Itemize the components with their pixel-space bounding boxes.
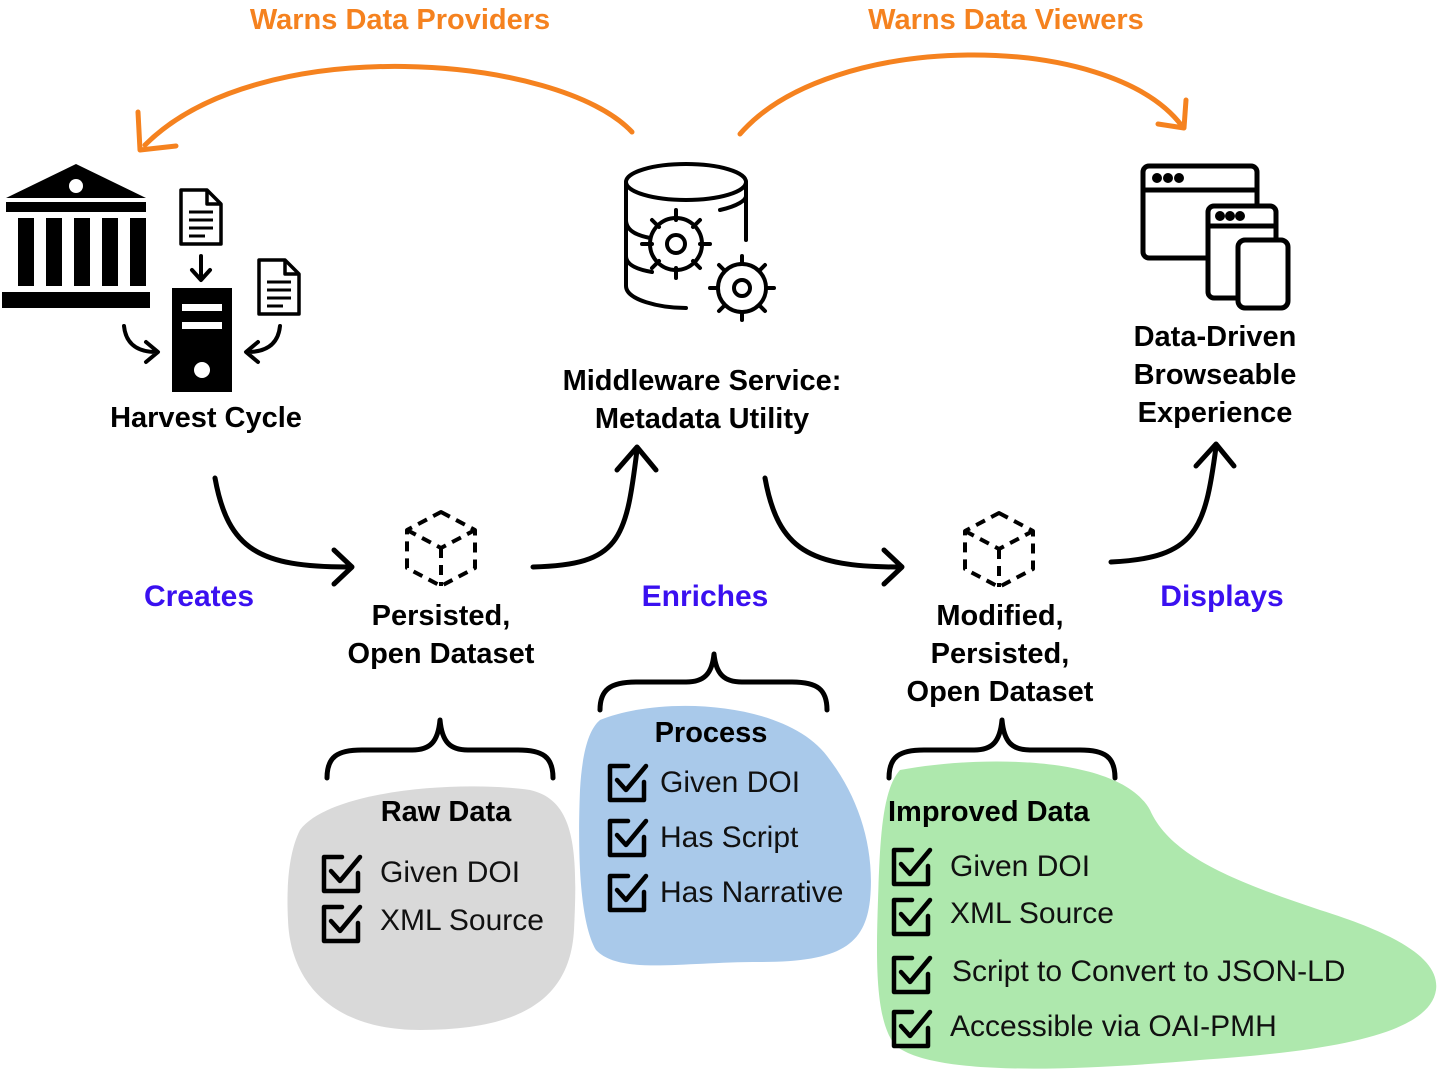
raw-data-brace <box>324 717 556 781</box>
middleware-line-1: Middleware Service: <box>562 365 842 397</box>
process-title: Process <box>654 717 768 749</box>
displays-label: Displays <box>1160 580 1284 613</box>
improved-data-item: XML Source <box>950 897 1114 930</box>
warns-providers-label: Warns Data Providers <box>249 4 551 36</box>
improved-data-title: Improved Data <box>888 796 1090 828</box>
experience-line-2: Browseable <box>1133 359 1297 391</box>
improved-data-blob <box>876 761 1437 1069</box>
raw-data-item: Given DOI <box>380 856 521 889</box>
creates-label: Creates <box>143 580 255 613</box>
raw-data-item: XML Source <box>380 904 544 937</box>
devices-icon <box>1140 163 1291 311</box>
process-item: Given DOI <box>660 766 801 799</box>
persisted-line-2: Open Dataset <box>347 638 535 670</box>
process-brace <box>597 651 830 713</box>
modified-dataset-label: Modified, Persisted, Open Dataset <box>860 597 1140 711</box>
modified-dataset-cube-icon <box>963 511 1035 589</box>
improved-data-item: Accessible via OAI-PMH <box>950 1010 1277 1043</box>
experience-line-3: Experience <box>1137 397 1293 429</box>
modified-line-1: Modified, <box>936 600 1064 632</box>
modified-line-2: Persisted, <box>930 638 1070 670</box>
raw-data-blob <box>287 786 576 1030</box>
flow-arrow-creates <box>212 475 355 587</box>
experience-label: Data-Driven Browseable Experience <box>1080 318 1350 432</box>
improved-data-brace <box>886 717 1118 781</box>
database-gear-icon <box>624 162 776 322</box>
improved-data-item: Script to Convert to JSON-LD <box>952 955 1346 988</box>
raw-data-title: Raw Data <box>380 796 512 828</box>
improved-data-item: Given DOI <box>950 850 1091 883</box>
flow-arrow-displays <box>1108 441 1237 565</box>
modified-line-3: Open Dataset <box>906 676 1094 708</box>
document-icon <box>257 258 301 316</box>
process-blob <box>579 705 871 966</box>
middleware-line-2: Metadata Utility <box>594 403 810 435</box>
arrow-curve-icon <box>244 324 282 364</box>
flow-arrow-enriches <box>530 444 659 570</box>
warn-viewers-arrow <box>737 52 1189 137</box>
server-icon <box>172 288 232 392</box>
arrow-curve-icon <box>122 324 160 364</box>
document-icon <box>179 188 223 246</box>
process-item: Has Narrative <box>660 876 844 909</box>
process-item: Has Script <box>660 821 799 854</box>
harvest-cycle-label: Harvest Cycle <box>110 402 302 434</box>
persisted-line-1: Persisted, <box>371 600 511 632</box>
middleware-label: Middleware Service: Metadata Utility <box>500 362 904 438</box>
enriches-label: Enriches <box>641 580 769 613</box>
arrow-down-icon <box>190 254 212 282</box>
persisted-dataset-label: Persisted, Open Dataset <box>300 597 582 673</box>
institution-icon <box>2 164 150 308</box>
experience-line-1: Data-Driven <box>1133 321 1297 353</box>
warns-viewers-label: Warns Data Viewers <box>868 4 1144 36</box>
flow-arrow-modifies <box>762 475 905 587</box>
dataset-cube-icon <box>405 510 477 588</box>
warn-providers-arrow <box>135 64 635 153</box>
